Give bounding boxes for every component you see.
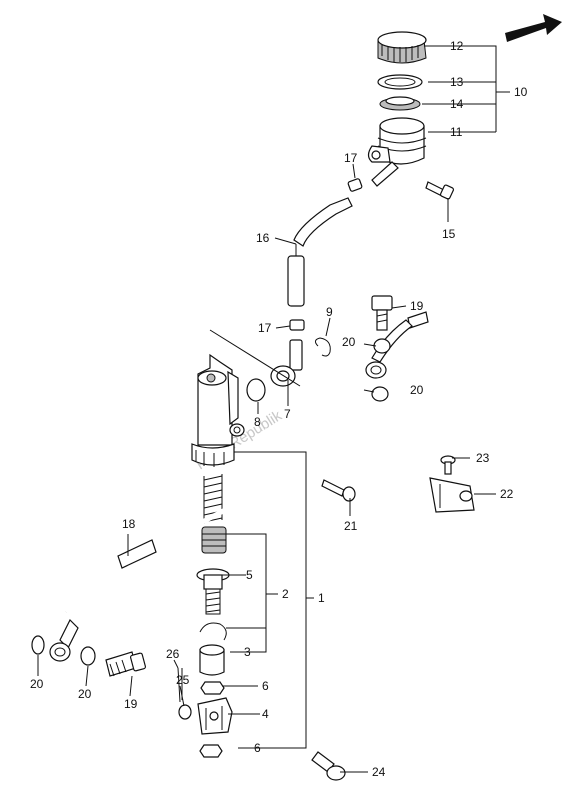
brake-hose[interactable] bbox=[59, 297, 497, 650]
callout-11: 11 bbox=[450, 125, 463, 139]
hose-guide-bracket[interactable] bbox=[429, 477, 475, 513]
callout-6-lower: 6 bbox=[254, 741, 261, 755]
callout-2: 2 bbox=[282, 587, 289, 601]
hose-clamp-bottom[interactable] bbox=[289, 319, 305, 331]
callout-20-middle: 20 bbox=[410, 383, 424, 397]
reservoir-plate[interactable] bbox=[379, 96, 421, 111]
callout-18: 18 bbox=[122, 517, 136, 531]
hose-fitting[interactable] bbox=[270, 339, 303, 387]
union-bolt-lower[interactable] bbox=[105, 651, 147, 677]
reservoir-cap[interactable] bbox=[377, 31, 427, 64]
callout-19-upper: 19 bbox=[410, 299, 424, 313]
reservoir-hose[interactable] bbox=[287, 197, 353, 307]
reservoir-diaphragm[interactable] bbox=[377, 74, 423, 90]
push-rod[interactable] bbox=[196, 568, 230, 615]
push-rod-circlip[interactable] bbox=[199, 622, 227, 641]
callout-3: 3 bbox=[244, 645, 251, 659]
callout-16: 16 bbox=[256, 231, 270, 245]
callout-1: 1 bbox=[318, 591, 325, 605]
union-bolt-upper[interactable] bbox=[371, 295, 393, 331]
callout-22: 22 bbox=[500, 487, 514, 501]
fitting-o-ring[interactable] bbox=[246, 378, 266, 402]
reservoir-bolt[interactable] bbox=[425, 181, 455, 200]
callout-5: 5 bbox=[246, 568, 253, 582]
callout-20-upper: 20 bbox=[342, 335, 356, 349]
callout-15: 15 bbox=[442, 227, 456, 241]
callout-13: 13 bbox=[450, 75, 464, 89]
nut-upper[interactable] bbox=[200, 681, 225, 695]
bracket-screw[interactable] bbox=[440, 455, 456, 475]
callout-17-bottom: 17 bbox=[258, 321, 272, 335]
callout-10: 10 bbox=[514, 85, 528, 99]
dust-boot[interactable] bbox=[199, 644, 225, 676]
direction-arrow-icon bbox=[505, 14, 562, 42]
hose-clamp-top[interactable] bbox=[347, 178, 363, 192]
nut-lower[interactable] bbox=[199, 744, 223, 758]
clevis[interactable] bbox=[197, 697, 233, 735]
callout-14: 14 bbox=[450, 97, 464, 111]
sealing-washers[interactable] bbox=[31, 338, 391, 666]
washer-small[interactable] bbox=[178, 704, 192, 720]
master-cylinder-body[interactable] bbox=[191, 353, 245, 467]
clevis-pin[interactable] bbox=[311, 751, 346, 781]
leader-lines bbox=[37, 45, 510, 773]
hose-guide-bolt[interactable] bbox=[321, 479, 356, 502]
callout-20-lower-right: 20 bbox=[78, 687, 92, 701]
callout-24: 24 bbox=[372, 765, 386, 779]
callout-6-upper: 6 bbox=[262, 679, 269, 693]
callout-21: 21 bbox=[344, 519, 358, 533]
callout-25: 25 bbox=[176, 673, 190, 687]
callout-8: 8 bbox=[254, 415, 261, 429]
callout-4: 4 bbox=[262, 707, 269, 721]
reservoir-body[interactable] bbox=[367, 117, 427, 187]
banjo-fitting-upper[interactable] bbox=[365, 361, 387, 379]
fitting-circlip[interactable] bbox=[314, 337, 331, 357]
callout-7: 7 bbox=[284, 407, 291, 421]
callout-17-top: 17 bbox=[344, 151, 358, 165]
callout-23: 23 bbox=[476, 451, 490, 465]
callout-19-lower: 19 bbox=[124, 697, 138, 711]
piston[interactable] bbox=[201, 526, 227, 554]
callout-20-lower-left: 20 bbox=[30, 677, 44, 691]
banjo-fitting-lower[interactable] bbox=[49, 642, 71, 662]
callout-labels: 12 13 14 11 10 17 15 16 19 9 17 20 20 7 … bbox=[30, 39, 528, 779]
callout-12: 12 bbox=[450, 39, 464, 53]
callout-9: 9 bbox=[326, 305, 333, 319]
callout-26: 26 bbox=[166, 647, 180, 661]
